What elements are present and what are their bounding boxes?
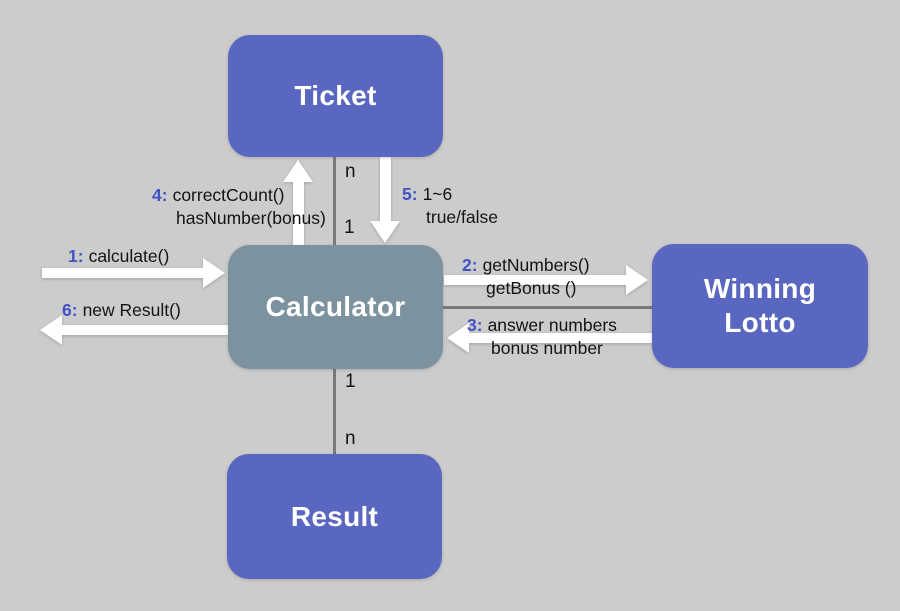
arrow-head	[203, 258, 225, 288]
message-text: answer numbers	[487, 315, 617, 335]
node-result-label: Result	[290, 500, 379, 532]
message-text: true/false	[426, 207, 498, 227]
arrow-head	[626, 265, 648, 295]
message-line: 5:1~6	[402, 183, 498, 206]
message-text: calculate()	[88, 246, 170, 266]
arrow-head	[370, 221, 400, 243]
association-line-calculator-winninglotto	[443, 306, 652, 309]
node-ticket: Ticket	[228, 35, 443, 157]
message-number: 4:	[152, 185, 168, 205]
arrow-shaft	[444, 275, 628, 285]
multiplicity-result-1: 1	[345, 371, 356, 392]
message-line: 3:answer numbers	[467, 314, 617, 337]
arrow-head	[40, 315, 62, 345]
message-line: true/false	[426, 206, 498, 229]
message-text: correctCount()	[172, 185, 285, 205]
multiplicity-ticket-n: n	[345, 161, 356, 182]
message-text: getNumbers()	[482, 255, 590, 275]
message-correctcount: 4:correctCount() hasNumber(bonus)	[152, 184, 326, 230]
node-winning-lotto-label-line2: Lotto	[724, 307, 796, 338]
message-getnumbers: 2:getNumbers() getBonus ()	[462, 254, 590, 300]
node-winning-lotto: Winning Lotto	[652, 244, 868, 368]
message-number: 2:	[462, 255, 478, 275]
node-calculator: Calculator	[228, 245, 443, 369]
message-line: hasNumber(bonus)	[176, 207, 326, 230]
message-calculate: 1:calculate()	[68, 245, 169, 268]
arrow-newresult-left-icon	[40, 315, 228, 345]
message-line: getBonus ()	[486, 277, 590, 300]
message-text: getBonus ()	[486, 278, 577, 298]
arrow-head	[283, 160, 313, 182]
message-new-result: 6:new Result()	[62, 299, 181, 322]
message-line: bonus number	[491, 337, 617, 360]
arrow-shaft	[293, 180, 304, 245]
node-calculator-label: Calculator	[265, 291, 406, 322]
node-winning-lotto-label-line1: Winning	[703, 273, 817, 304]
arrow-calculate-right-icon	[42, 258, 225, 288]
message-range: 5:1~6 true/false	[402, 183, 498, 229]
arrow-shaft	[60, 325, 228, 335]
message-line: 1:calculate()	[68, 245, 169, 268]
message-number: 1:	[68, 246, 84, 266]
message-text: bonus number	[491, 338, 603, 358]
message-number: 5:	[402, 184, 418, 204]
message-text: hasNumber(bonus)	[176, 208, 326, 228]
arrow-answer-left-icon	[447, 323, 652, 353]
node-ticket-label: Ticket	[294, 80, 377, 111]
arrow-getnumbers-right-icon	[444, 265, 648, 295]
node-result: Result	[227, 454, 442, 579]
multiplicity-result-n: n	[345, 428, 356, 449]
message-number: 3:	[467, 315, 483, 335]
message-line: 2:getNumbers()	[462, 254, 590, 277]
arrow-correctcount-up-icon	[283, 160, 313, 245]
arrow-shaft	[467, 333, 652, 343]
arrow-shaft	[42, 268, 205, 278]
message-number: 6:	[62, 300, 78, 320]
message-text: 1~6	[422, 184, 453, 204]
arrow-head	[447, 323, 469, 353]
multiplicity-ticket-1: 1	[344, 217, 355, 238]
association-line-calculator-result	[333, 369, 336, 454]
message-line: 6:new Result()	[62, 299, 181, 322]
arrow-shaft	[380, 157, 391, 223]
message-line: 4:correctCount()	[152, 184, 326, 207]
association-line-ticket-calculator	[333, 157, 336, 245]
message-text: new Result()	[82, 300, 181, 320]
arrow-range-down-icon	[370, 157, 400, 243]
message-answer-numbers: 3:answer numbers bonus number	[467, 314, 617, 360]
